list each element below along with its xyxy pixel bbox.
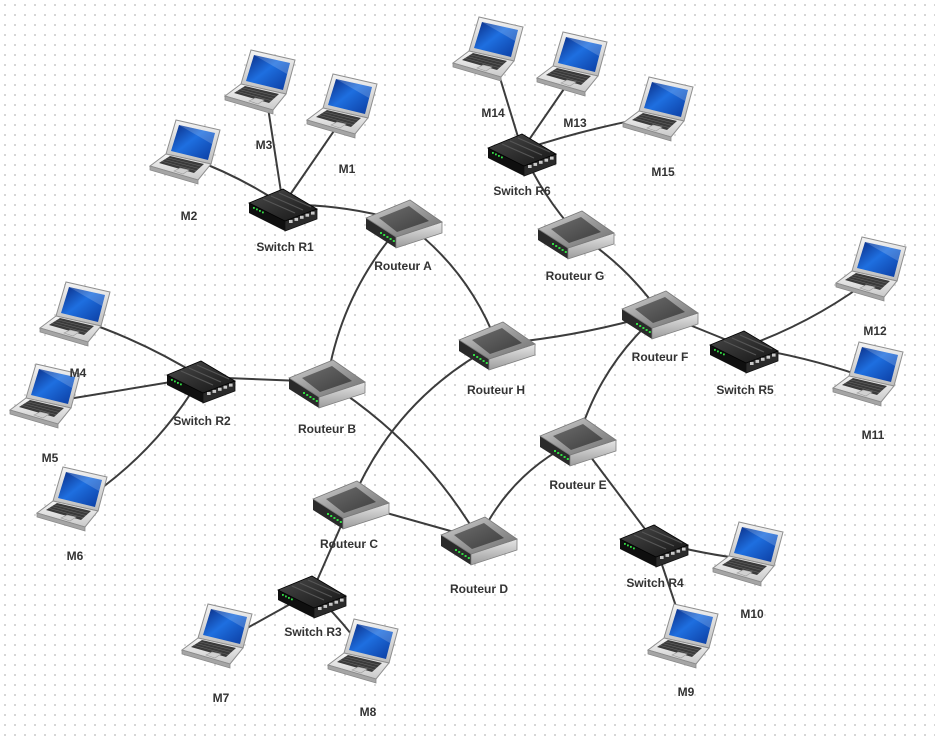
laptop-m5-icon bbox=[8, 363, 81, 429]
switch-sr5-icon bbox=[709, 330, 779, 374]
laptop-m11-icon bbox=[831, 341, 904, 407]
label-m10: M10 bbox=[740, 607, 764, 621]
devices-layer bbox=[8, 16, 907, 684]
label-sr1: Switch R1 bbox=[256, 240, 314, 254]
label-m5: M5 bbox=[41, 451, 59, 465]
link-ra-rb bbox=[326, 221, 405, 383]
laptop-m2-icon bbox=[148, 119, 221, 185]
label-m15: M15 bbox=[651, 165, 675, 179]
label-re: Routeur E bbox=[549, 478, 607, 492]
switch-sr1-icon bbox=[248, 188, 318, 232]
switch-sr6-icon bbox=[487, 133, 557, 177]
switch-sr4-icon bbox=[619, 524, 689, 568]
router-rb-icon bbox=[288, 359, 366, 409]
label-rd: Routeur D bbox=[450, 582, 508, 596]
switch-sr2-icon bbox=[166, 360, 236, 404]
laptop-m9-icon bbox=[646, 603, 719, 669]
router-rh-icon bbox=[458, 321, 536, 371]
label-sr5: Switch R5 bbox=[716, 383, 774, 397]
label-m12: M12 bbox=[863, 324, 887, 338]
label-m14: M14 bbox=[481, 106, 505, 120]
label-rf: Routeur F bbox=[631, 350, 689, 364]
laptop-m4-icon bbox=[38, 281, 111, 347]
label-m11: M11 bbox=[861, 428, 885, 442]
label-m6: M6 bbox=[66, 549, 84, 563]
label-m7: M7 bbox=[212, 691, 230, 705]
label-sr6: Switch R6 bbox=[493, 184, 551, 198]
router-rc-icon bbox=[312, 480, 390, 530]
label-m8: M8 bbox=[359, 705, 377, 719]
label-m4: M4 bbox=[69, 366, 87, 380]
label-m13: M13 bbox=[563, 116, 587, 130]
label-rg: Routeur G bbox=[545, 269, 605, 283]
laptop-m12-icon bbox=[834, 236, 907, 302]
label-ra: Routeur A bbox=[374, 259, 432, 273]
laptop-m6-icon bbox=[35, 466, 108, 532]
router-rg-icon bbox=[537, 210, 615, 260]
laptop-m8-icon bbox=[326, 618, 399, 684]
router-re-icon bbox=[539, 417, 617, 467]
laptop-m15-icon bbox=[621, 76, 694, 142]
laptop-m1-icon bbox=[305, 73, 378, 139]
router-rd-icon bbox=[440, 516, 518, 566]
label-rc: Routeur C bbox=[320, 537, 378, 551]
laptop-m7-icon bbox=[180, 603, 253, 669]
router-rf-icon bbox=[621, 290, 699, 340]
label-sr4: Switch R4 bbox=[626, 576, 684, 590]
label-rb: Routeur B bbox=[298, 422, 356, 436]
label-sr2: Switch R2 bbox=[173, 414, 231, 428]
laptop-m3-icon bbox=[223, 49, 296, 115]
label-sr3: Switch R3 bbox=[284, 625, 342, 639]
switch-sr3-icon bbox=[277, 575, 347, 619]
link-rc-rh bbox=[350, 343, 498, 504]
label-m3: M3 bbox=[255, 138, 273, 152]
router-ra-icon bbox=[365, 199, 443, 249]
label-m2: M2 bbox=[180, 209, 198, 223]
label-m1: M1 bbox=[338, 162, 356, 176]
label-m9: M9 bbox=[677, 685, 695, 699]
laptop-m13-icon bbox=[535, 31, 608, 97]
laptop-m10-icon bbox=[711, 521, 784, 587]
label-rh: Routeur H bbox=[467, 383, 525, 397]
laptop-m14-icon bbox=[451, 16, 524, 82]
